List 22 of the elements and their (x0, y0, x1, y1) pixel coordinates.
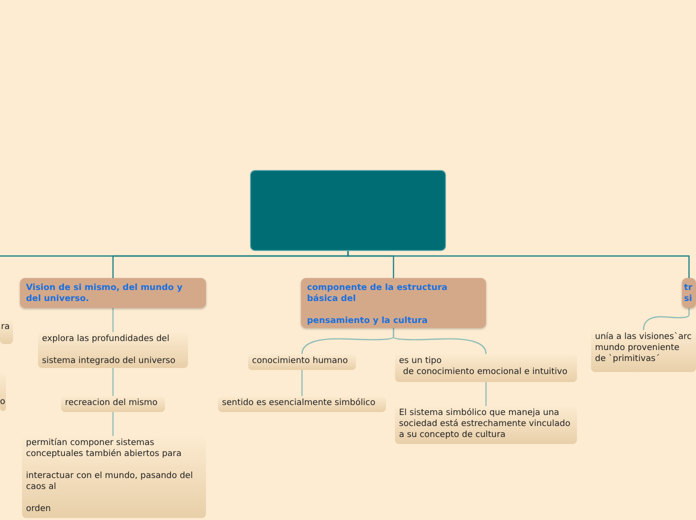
connector-line (112, 308, 114, 332)
connector-line (301, 370, 303, 396)
connector-line (485, 382, 487, 406)
subtopic-box: recreacion del mismo (61, 396, 165, 412)
topic-box: tr si (682, 278, 696, 308)
connector-line (642, 308, 690, 330)
subtopic-box: unía a las visiones`arc mundo proveniente de `primitivas´ (591, 330, 696, 372)
subtopic-box: conocimiento humano (248, 354, 356, 370)
subtopic-box: es un tipo de conocimiento emocional e intuitivo (395, 354, 577, 382)
subtopic-box: ra (0, 320, 13, 344)
topic-box: componente de la estructura básica del pensamiento y la cultura (301, 278, 486, 328)
subtopic-box: El sistema simbólico que maneja una sociedad está estrechamente vinculado a su concepto de cultura (395, 406, 577, 444)
connector-line (112, 412, 114, 436)
subtopic-box: permitían componer sistemas conceptuales también abiertos para interactuar con el mundo, pasando del caos al orden (22, 436, 206, 518)
central-topic-box (250, 170, 446, 251)
subtopic-box: explora las profundidades del sistema integrado del universo (38, 332, 188, 368)
subtopic-box: o (0, 373, 6, 411)
topic-box: Vision de si mismo, del mundo y del universo. (20, 278, 206, 308)
connector-line (347, 251, 690, 278)
connector-line (112, 368, 114, 396)
connector-line (392, 328, 487, 354)
subtopic-box: sentido es esencialmente simbólico (218, 396, 386, 412)
